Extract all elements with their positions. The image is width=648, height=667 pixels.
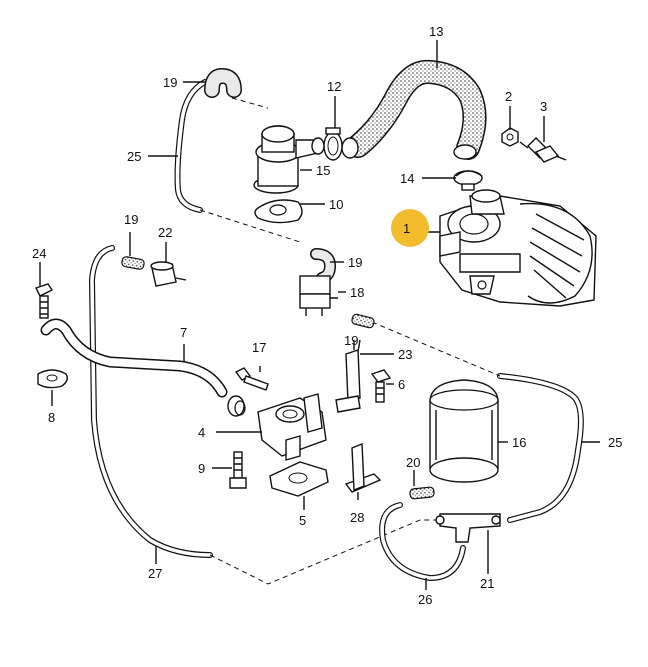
vacuum-line-27 xyxy=(88,245,213,558)
bolt-6 xyxy=(370,369,392,403)
hose-19-right xyxy=(351,313,375,329)
filter-22 xyxy=(150,261,187,287)
gasket-8 xyxy=(37,369,69,389)
callout-27: 27 xyxy=(148,566,162,581)
dash-line xyxy=(209,519,450,585)
pipe-7 xyxy=(40,318,246,417)
bracket-28 xyxy=(344,442,382,493)
callout-25-right: 25 xyxy=(608,435,622,450)
callout-labels: 1 2 3 4 5 6 7 8 9 10 12 13 14 15 16 17 1… xyxy=(32,24,622,607)
highlight-marker xyxy=(391,209,429,247)
callout-19-left: 19 xyxy=(124,212,138,227)
callout-2: 2 xyxy=(505,89,512,104)
bolt-9 xyxy=(229,451,247,489)
callout-8: 8 xyxy=(48,410,55,425)
valve-body-4 xyxy=(257,393,327,461)
clamp-12 xyxy=(323,127,343,161)
callout-16: 16 xyxy=(512,435,526,450)
hose-13 xyxy=(341,59,487,160)
gasket-5 xyxy=(269,461,329,497)
callout-24: 24 xyxy=(32,246,46,261)
nut-2 xyxy=(501,127,519,147)
clamp-14 xyxy=(453,170,483,191)
callout-22: 22 xyxy=(158,225,172,240)
callout-14: 14 xyxy=(400,171,414,186)
callout-23: 23 xyxy=(398,347,412,362)
callout-15: 15 xyxy=(316,163,330,178)
dash-line xyxy=(371,321,501,377)
callout-21: 21 xyxy=(480,576,494,591)
callout-26: 26 xyxy=(418,592,432,607)
bolt-24 xyxy=(35,283,54,319)
valve-15 xyxy=(253,125,325,194)
callout-4: 4 xyxy=(198,425,205,440)
hose-19-left xyxy=(121,256,145,270)
solenoid-18 xyxy=(299,275,338,316)
hose-19-mid xyxy=(310,248,337,284)
callout-20: 20 xyxy=(406,455,420,470)
bracket-23 xyxy=(335,340,361,413)
vacuum-line-25-left xyxy=(174,79,208,213)
leader-lines xyxy=(39,40,600,590)
callout-25-left: 25 xyxy=(127,149,141,164)
callout-17: 17 xyxy=(252,340,266,355)
callout-28: 28 xyxy=(350,510,364,525)
callout-18: 18 xyxy=(350,285,364,300)
tee-21 xyxy=(435,513,501,543)
callout-6: 6 xyxy=(398,377,405,392)
dash-line xyxy=(231,97,269,109)
vacuum-line-26 xyxy=(379,502,466,582)
hose-20 xyxy=(409,486,435,500)
hose-19-top xyxy=(204,67,242,98)
check-valve-3 xyxy=(519,137,567,163)
callout-19-top: 19 xyxy=(163,75,177,90)
callout-1: 1 xyxy=(403,221,410,236)
callout-10: 10 xyxy=(329,197,343,212)
bolt-17 xyxy=(234,367,269,391)
callout-19-mid: 19 xyxy=(348,255,362,270)
callout-5: 5 xyxy=(299,513,306,528)
canister-16 xyxy=(429,379,499,483)
callout-3: 3 xyxy=(540,99,547,114)
air-pump-1 xyxy=(439,189,597,307)
gasket-10 xyxy=(254,199,303,224)
vacuum-line-25-right xyxy=(497,373,584,523)
callout-9: 9 xyxy=(198,461,205,476)
callout-19-right: 19 xyxy=(344,333,358,348)
callout-12: 12 xyxy=(327,79,341,94)
callout-7: 7 xyxy=(180,325,187,340)
callout-13: 13 xyxy=(429,24,443,39)
